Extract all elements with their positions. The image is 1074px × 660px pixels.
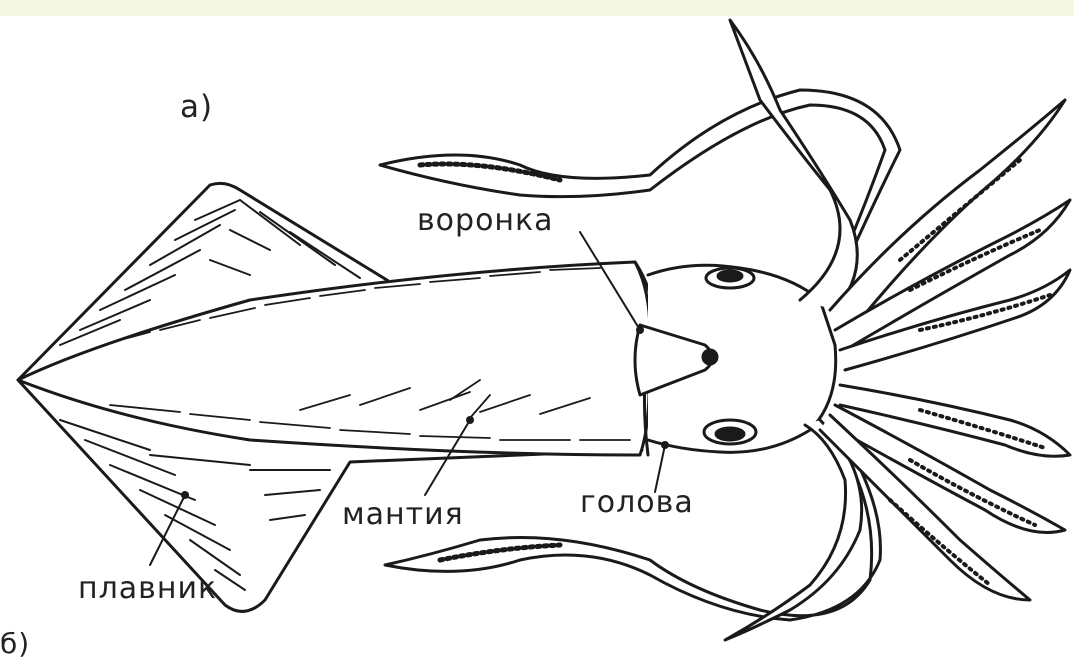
head-label: голова — [580, 488, 694, 518]
fin-label: плавник — [78, 574, 217, 604]
panel-b-label: б) — [0, 630, 30, 658]
panel-a-label: а) — [180, 92, 213, 123]
eye-lower-pupil — [716, 428, 744, 440]
funnel-label: воронка — [417, 206, 554, 236]
arm-upper-cross — [730, 20, 857, 310]
funnel-opening — [703, 350, 717, 364]
eye-upper-pupil — [718, 271, 742, 281]
mantle-label: мантия — [342, 500, 464, 530]
